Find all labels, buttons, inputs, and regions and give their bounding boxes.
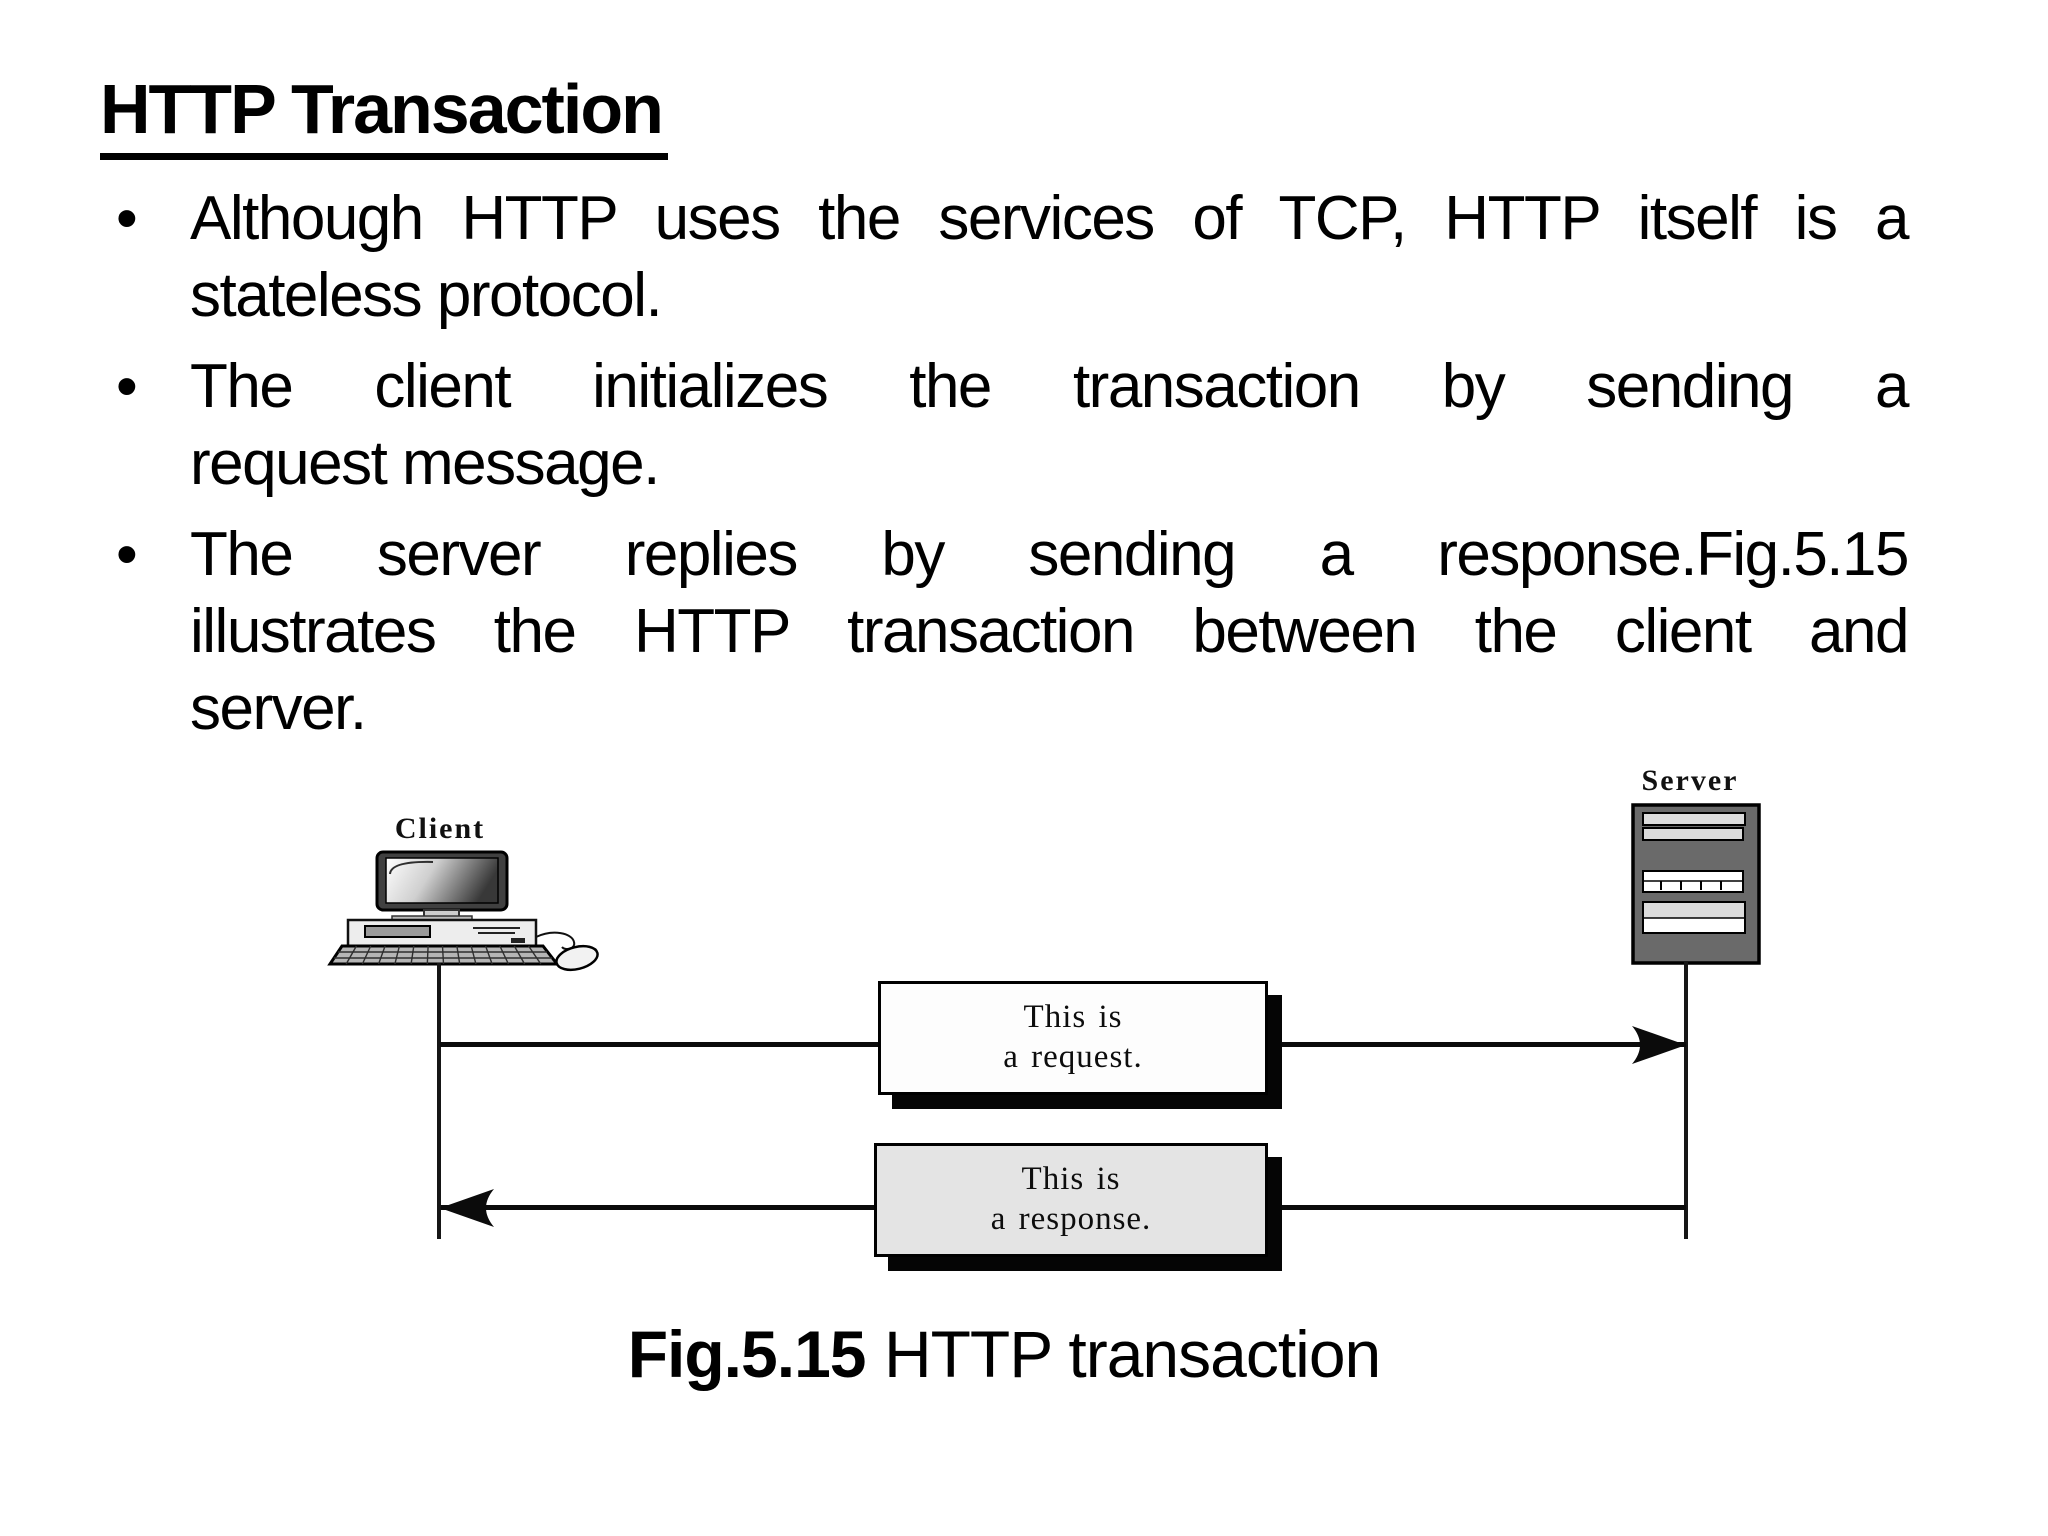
client-label: Client	[394, 812, 486, 845]
request-message-box: This is a request.	[878, 981, 1268, 1095]
figure-caption-number: Fig.5.15	[627, 1317, 867, 1391]
request-box-line: This is	[1023, 999, 1123, 1035]
page-title: HTTP Transaction	[100, 70, 668, 161]
bullet-text: The client initializes the transaction b…	[190, 348, 1910, 502]
list-item: • Although HTTP uses the services of TCP…	[100, 180, 1910, 334]
bullet-line: request message.	[190, 429, 660, 498]
bullet-line: illustrates the HTTP transaction between…	[190, 597, 1910, 666]
figure-caption-text: HTTP transaction	[883, 1317, 1381, 1391]
request-arrowhead-icon	[1632, 1026, 1686, 1064]
response-arrowhead-icon	[440, 1189, 494, 1227]
server-tower-icon	[1631, 803, 1761, 965]
bullet-list: • Although HTTP uses the services of TCP…	[100, 180, 1910, 761]
response-arrow-line	[441, 1205, 1686, 1210]
bullet-line: The client initializes the transaction b…	[190, 352, 1910, 421]
client-lifeline	[437, 963, 441, 1239]
response-box-line: This is	[1021, 1161, 1121, 1197]
request-box-line: a request.	[1003, 1039, 1143, 1075]
list-item: • The client initializes the transaction…	[100, 348, 1910, 502]
client-computer-icon	[327, 850, 599, 972]
bullet-line: server.	[190, 674, 367, 743]
list-item: • The server replies by sending a respon…	[100, 516, 1910, 747]
bullet-icon: •	[116, 184, 138, 253]
bullet-line: stateless protocol.	[190, 261, 663, 330]
request-arrow-line	[440, 1042, 1686, 1047]
server-lifeline	[1684, 962, 1688, 1239]
response-message-box: This is a response.	[874, 1143, 1268, 1257]
server-label: Server	[1641, 764, 1739, 797]
bullet-text: Although HTTP uses the services of TCP, …	[190, 180, 1910, 334]
response-box-line: a response.	[990, 1201, 1152, 1237]
bullet-icon: •	[116, 520, 138, 589]
bullet-line: Although HTTP uses the services of TCP, …	[190, 184, 1910, 253]
bullet-line: The server replies by sending a response…	[190, 520, 1910, 589]
bullet-icon: •	[116, 352, 138, 421]
bullet-text: The server replies by sending a response…	[190, 516, 1910, 747]
